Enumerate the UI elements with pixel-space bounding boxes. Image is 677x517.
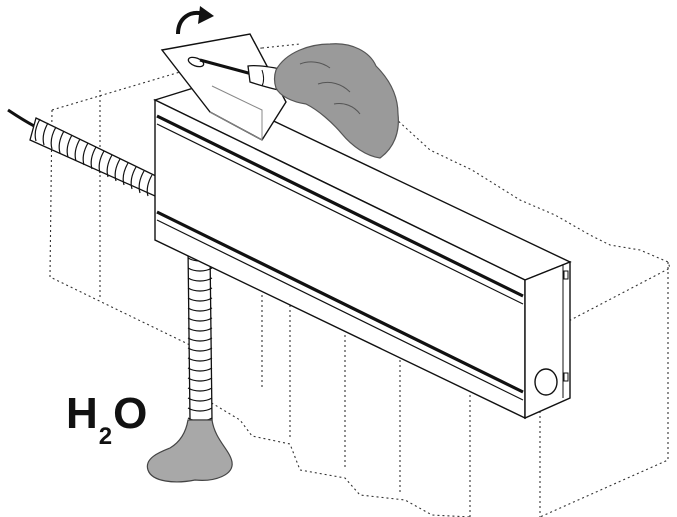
hand — [273, 43, 399, 159]
water-formula-label: H2O — [66, 389, 148, 449]
rotation-arrow-icon — [176, 6, 214, 35]
drain-hose — [187, 247, 213, 422]
water-puddle — [146, 419, 233, 483]
end-cap-port — [534, 368, 558, 396]
formula-element-o: O — [113, 389, 148, 438]
formula-subscript: 2 — [98, 423, 113, 450]
supply-hose — [7, 108, 161, 197]
formula-element-h: H — [66, 389, 98, 438]
hand-detail — [299, 61, 361, 115]
